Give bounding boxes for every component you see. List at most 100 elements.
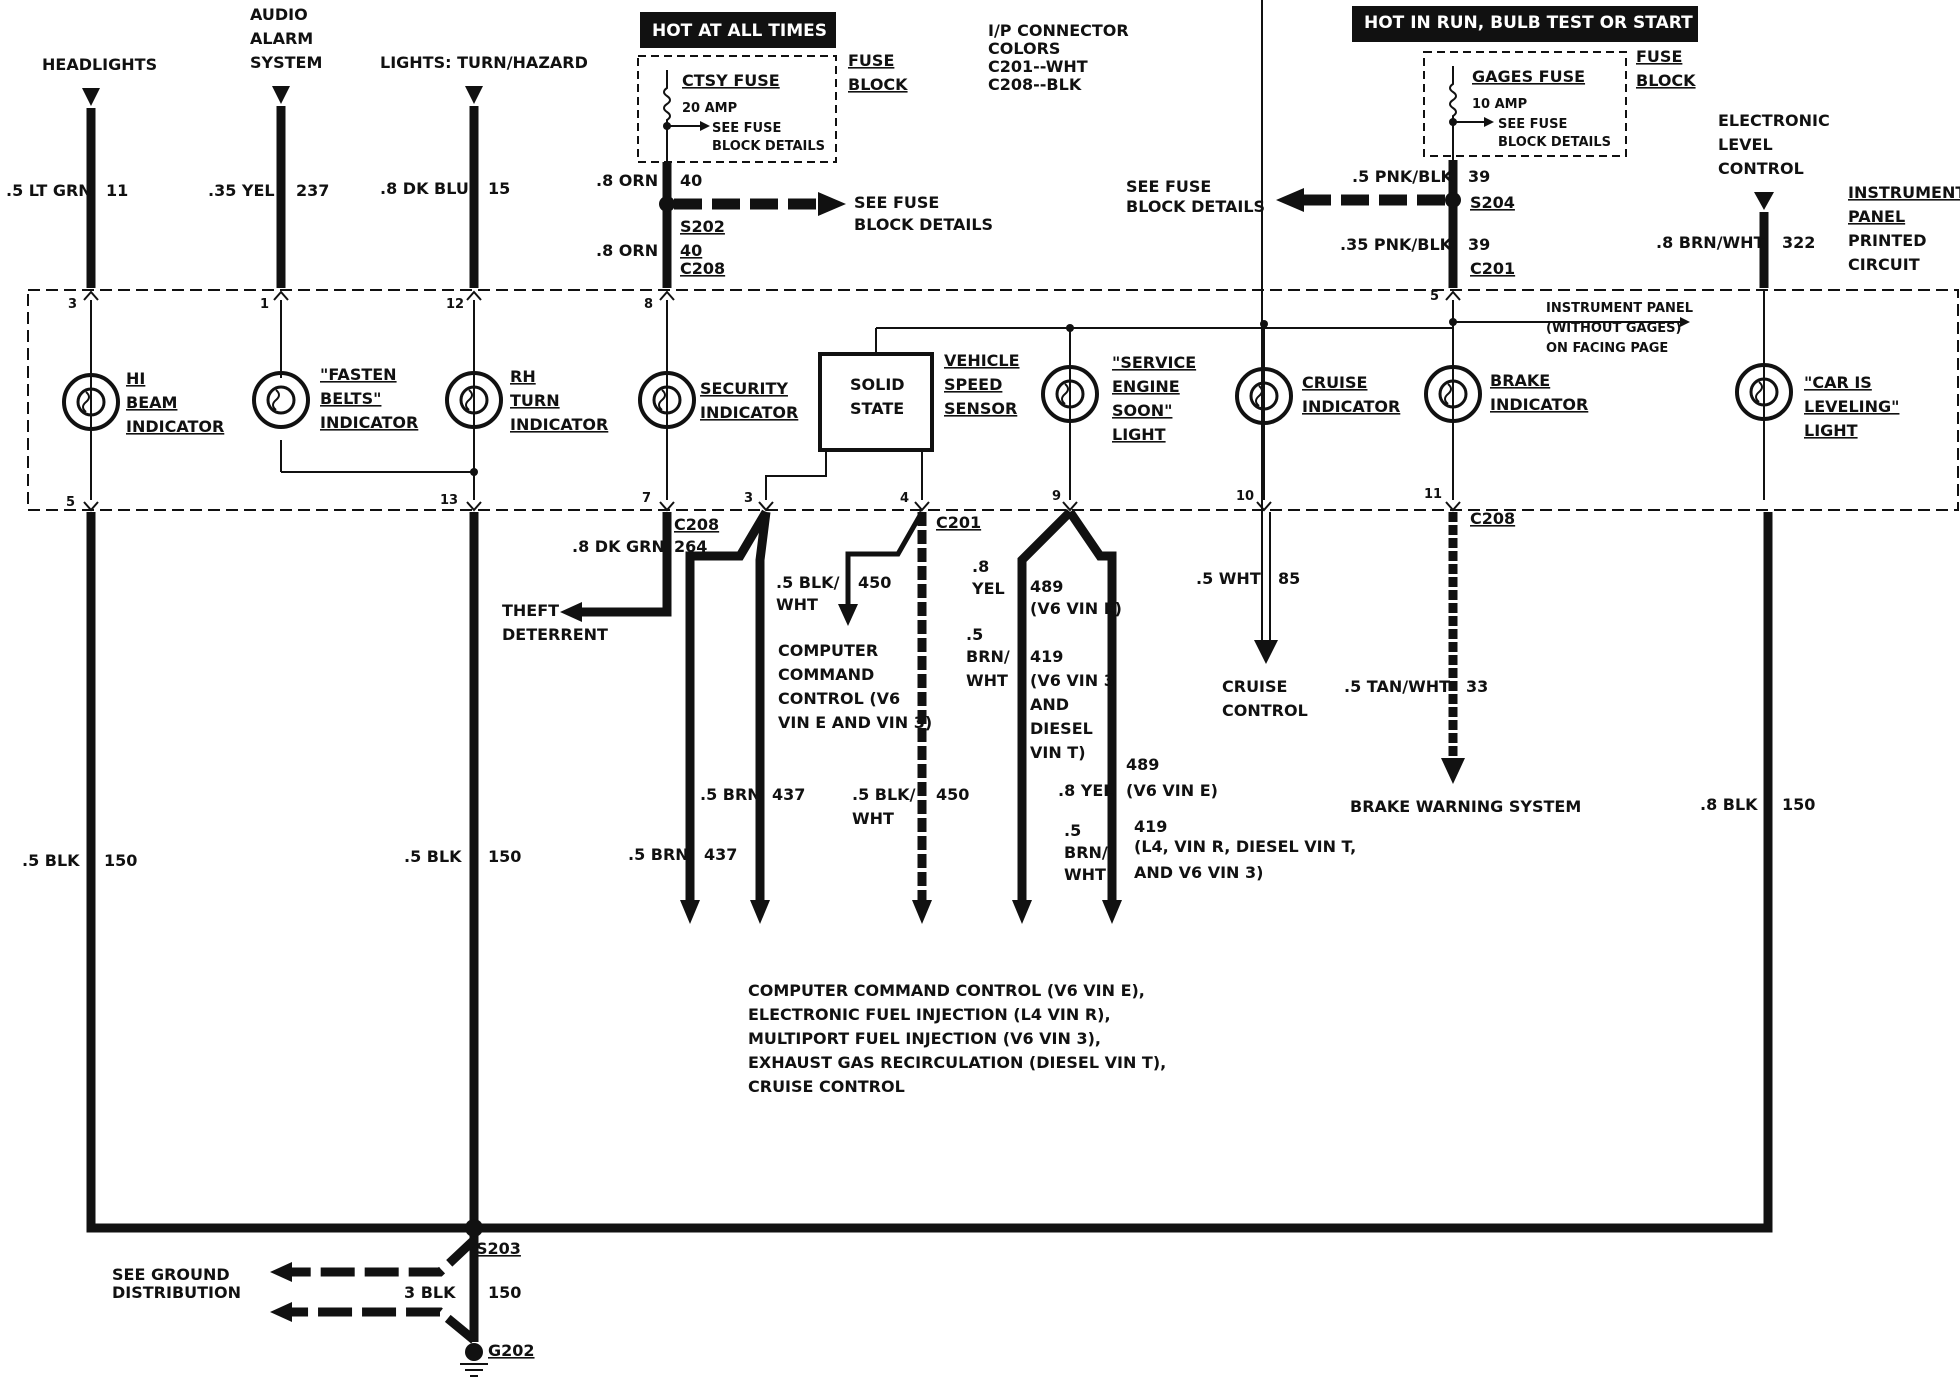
blk-m-color: .5 BLK bbox=[404, 847, 462, 866]
brn1-color: .5 BRN bbox=[700, 785, 761, 804]
ipw-label-2: (WITHOUT GAGES) bbox=[1546, 321, 1681, 336]
wht85-circuit: 85 bbox=[1278, 569, 1300, 588]
belts-junction bbox=[470, 468, 478, 476]
ses-label-4: LIGHT bbox=[1112, 425, 1166, 444]
pin-5-bot: 5 bbox=[66, 495, 75, 510]
brn-437-b-arrow bbox=[750, 900, 770, 924]
blk-wht-450-a-arrow bbox=[838, 604, 858, 626]
fuse-right-header: HOT IN RUN, BULB TEST OR START bbox=[1364, 13, 1693, 33]
ses-lamp-icon bbox=[1041, 365, 1099, 423]
ground-dist-lead-2 bbox=[290, 1307, 477, 1344]
security-lamp-icon bbox=[638, 371, 696, 429]
w1-color: .5 LT GRN bbox=[6, 181, 92, 200]
pin-13-bot: 13 bbox=[440, 493, 458, 508]
w1-circuit: 11 bbox=[106, 181, 128, 200]
blk-l-color: .5 BLK bbox=[22, 851, 80, 870]
pin-5-top: 5 bbox=[1430, 289, 1439, 304]
ip-colors-4: C208--BLK bbox=[988, 75, 1082, 94]
fuse-right-element bbox=[1449, 66, 1457, 160]
brn2-color: .5 BRN bbox=[628, 845, 689, 864]
fuse-left-see-2: BLOCK DETAILS bbox=[712, 139, 825, 154]
blk-l-circuit: 150 bbox=[104, 851, 137, 870]
yel1-1: .8 bbox=[972, 557, 989, 576]
fuse-right-see-2: BLOCK DETAILS bbox=[1498, 135, 1611, 150]
ses-label-1: "SERVICE bbox=[1112, 353, 1196, 372]
w5b-circuit: 39 bbox=[1468, 235, 1490, 254]
brnwht1-4: 419 bbox=[1030, 647, 1063, 666]
vss-label-1: VEHICLE bbox=[944, 351, 1020, 370]
wire-blk-wht-450-a bbox=[845, 510, 925, 604]
vss-label-2: SPEED bbox=[944, 375, 1002, 394]
solid-state-2: STATE bbox=[850, 399, 904, 418]
blkwht1-color-1: .5 BLK/ bbox=[776, 573, 840, 592]
leveling-lamp-icon bbox=[1735, 363, 1793, 421]
brn-437-a-arrow bbox=[680, 900, 700, 924]
pin-9-bot: 9 bbox=[1052, 489, 1061, 504]
ipc-label-4: CIRCUIT bbox=[1848, 255, 1920, 274]
ground-symbol-icon bbox=[460, 1363, 488, 1377]
audio-arrow bbox=[272, 86, 290, 104]
brn1-circuit: 437 bbox=[772, 785, 805, 804]
gnd-label-2: DISTRIBUTION bbox=[112, 1283, 241, 1302]
blk-r-circuit: 150 bbox=[1782, 795, 1815, 814]
ccc-4: VIN E AND VIN 3) bbox=[778, 713, 932, 732]
pin-4-bot: 4 bbox=[900, 491, 909, 506]
brnwht1-6: AND bbox=[1030, 695, 1069, 714]
blk-m-circuit: 150 bbox=[488, 847, 521, 866]
footnote-1: COMPUTER COMMAND CONTROL (V6 VIN E), bbox=[748, 981, 1145, 1000]
wire-dk-grn-264 bbox=[580, 512, 672, 617]
theft-label-2: DETERRENT bbox=[502, 625, 608, 644]
ipw-label-3: ON FACING PAGE bbox=[1546, 341, 1668, 356]
theft-label-1: THEFT bbox=[502, 601, 559, 620]
yel1-4: (V6 VIN E) bbox=[1030, 599, 1122, 618]
solid-state-1: SOLID bbox=[850, 375, 905, 394]
fuse-right-name: GAGES FUSE bbox=[1472, 67, 1585, 86]
belts-label-2: BELTS" bbox=[320, 389, 381, 408]
rhturn-label-3: INDICATOR bbox=[510, 415, 608, 434]
leveling-label-2: LEVELING" bbox=[1804, 397, 1899, 416]
pin-3-bot: 3 bbox=[744, 491, 753, 506]
see-fuse-mid-1: SEE FUSE bbox=[854, 193, 939, 212]
hi-beam-lamp-icon bbox=[62, 373, 120, 431]
ccc-1: COMPUTER bbox=[778, 641, 878, 660]
s202-arrow bbox=[818, 192, 846, 216]
tanwht-color: .5 TAN/WHT bbox=[1344, 677, 1450, 696]
ip-colors-1: I/P CONNECTOR bbox=[988, 21, 1129, 40]
blk3-color: 3 BLK bbox=[404, 1283, 456, 1302]
blk-r-color: .8 BLK bbox=[1700, 795, 1758, 814]
fuse-right-tap-arrow bbox=[1484, 117, 1494, 127]
blkwht2-color-2: WHT bbox=[852, 809, 894, 828]
belts-label-1: "FASTEN bbox=[320, 365, 397, 384]
hot-at-all-times-banner bbox=[640, 12, 836, 48]
ses-junction bbox=[1066, 324, 1074, 332]
c208-bot-1-label: C208 bbox=[674, 515, 719, 534]
lights-turn-label: LIGHTS: TURN/HAZARD bbox=[380, 53, 588, 72]
pin-8-top: 8 bbox=[644, 297, 653, 312]
footnote-2: ELECTRONIC FUEL INJECTION (L4 VIN R), bbox=[748, 1005, 1111, 1024]
hibeam-label-2: BEAM bbox=[126, 393, 177, 412]
bottom-pins bbox=[83, 501, 1461, 512]
pin-11-bot: 11 bbox=[1424, 487, 1442, 502]
fuse-left-element bbox=[663, 70, 671, 164]
leveling-label-1: "CAR IS bbox=[1804, 373, 1872, 392]
yel2-color: .8 YEL bbox=[1058, 781, 1114, 800]
c201-top-label: C201 bbox=[1470, 259, 1515, 278]
theft-arrow bbox=[560, 602, 582, 622]
hot-in-run-banner bbox=[1352, 6, 1698, 42]
blkwht2-color-1: .5 BLK/ bbox=[852, 785, 916, 804]
belts-label-3: INDICATOR bbox=[320, 413, 418, 432]
hibeam-label-1: HI bbox=[126, 369, 145, 388]
cruise-label-1: CRUISE bbox=[1302, 373, 1367, 392]
fasten-belts-lamp-icon bbox=[252, 371, 310, 429]
solid-state-box bbox=[818, 352, 934, 452]
brnwht1-7: DIESEL bbox=[1030, 719, 1093, 738]
audio-label-2: ALARM bbox=[250, 29, 313, 48]
brnwht2-1: .5 bbox=[1064, 821, 1081, 840]
w5a-circuit: 39 bbox=[1468, 167, 1490, 186]
w4a-circuit: 40 bbox=[680, 171, 702, 190]
elc-label-3: CONTROL bbox=[1718, 159, 1804, 178]
pin-7-bot: 7 bbox=[642, 491, 651, 506]
blkwht2-circuit: 450 bbox=[936, 785, 969, 804]
dkgrn-color: .8 DK GRN bbox=[572, 537, 665, 556]
